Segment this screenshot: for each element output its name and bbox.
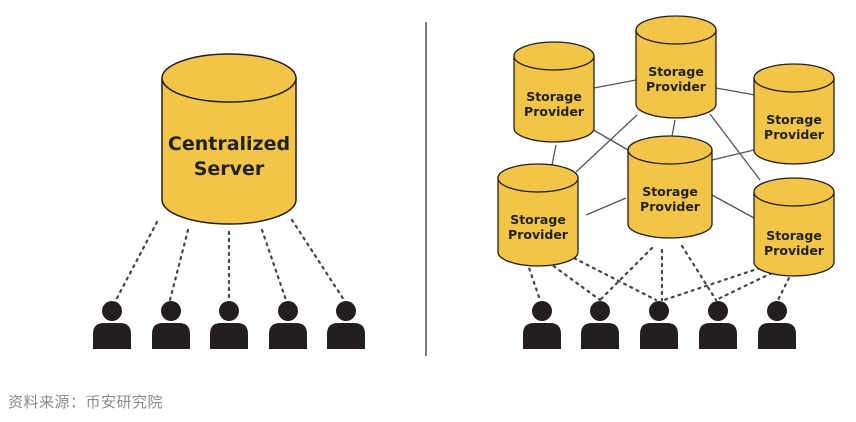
right-connections <box>525 244 794 302</box>
right-connection <box>714 268 780 302</box>
right-connection <box>598 246 654 302</box>
left-connection-2 <box>168 228 190 302</box>
user-icon <box>152 301 190 349</box>
storage-provider-4: Storage Provider <box>627 135 713 239</box>
user-icon <box>640 301 678 349</box>
mesh-line <box>711 194 755 219</box>
left-connection-1 <box>114 220 159 302</box>
provider-label-line1: Storage <box>510 212 566 227</box>
storage-provider-5: Storage Provider <box>497 163 579 267</box>
left-users <box>93 301 365 349</box>
server-label-line2: Server <box>194 158 265 180</box>
storage-provider-6: Storage Provider <box>753 177 835 277</box>
right-connection <box>662 266 762 302</box>
mesh-line <box>711 149 755 161</box>
provider-label-line1: Storage <box>766 228 822 243</box>
mesh-line <box>593 79 637 89</box>
provider-label-line1: Storage <box>526 89 582 104</box>
user-icon <box>210 301 248 349</box>
provider-mesh <box>551 79 761 219</box>
provider-label-line2: Provider <box>508 227 569 242</box>
mesh-line <box>575 114 638 173</box>
user-icon <box>93 301 131 349</box>
server-label-line1: Centralized <box>168 133 290 155</box>
user-icon <box>327 301 365 349</box>
storage-provider-3: Storage Provider <box>753 63 835 165</box>
right-connection <box>525 260 542 302</box>
right-users <box>523 301 796 349</box>
provider-label-line1: Storage <box>648 64 704 79</box>
diagram-canvas: Centralized Server Sto <box>93 15 835 356</box>
storage-provider-2: Storage Provider <box>635 15 717 119</box>
storage-provider-1: Storage Provider <box>513 41 595 143</box>
provider-label-line2: Provider <box>764 127 825 142</box>
left-connections <box>114 218 346 302</box>
source-caption: 资料来源：币安研究院 <box>8 393 164 411</box>
centralized-server: Centralized Server <box>161 53 297 225</box>
mesh-line <box>585 197 627 216</box>
right-connection <box>776 270 794 302</box>
mesh-line <box>551 144 557 166</box>
user-icon <box>269 301 307 349</box>
provider-label-line2: Provider <box>764 243 825 258</box>
user-icon <box>581 301 619 349</box>
provider-label-line2: Provider <box>640 199 701 214</box>
provider-label-line2: Provider <box>646 79 707 94</box>
user-icon <box>699 301 737 349</box>
provider-label-line2: Provider <box>524 104 585 119</box>
user-icon <box>758 301 796 349</box>
provider-label-line1: Storage <box>642 184 698 199</box>
left-connection-5 <box>290 218 346 302</box>
user-icon <box>523 301 561 349</box>
provider-label-line1: Storage <box>766 112 822 127</box>
mesh-line <box>709 113 761 181</box>
right-connection <box>566 253 658 302</box>
mesh-line <box>589 127 629 151</box>
left-connection-4 <box>260 228 288 302</box>
mesh-line <box>715 87 756 96</box>
mesh-line <box>671 119 676 137</box>
